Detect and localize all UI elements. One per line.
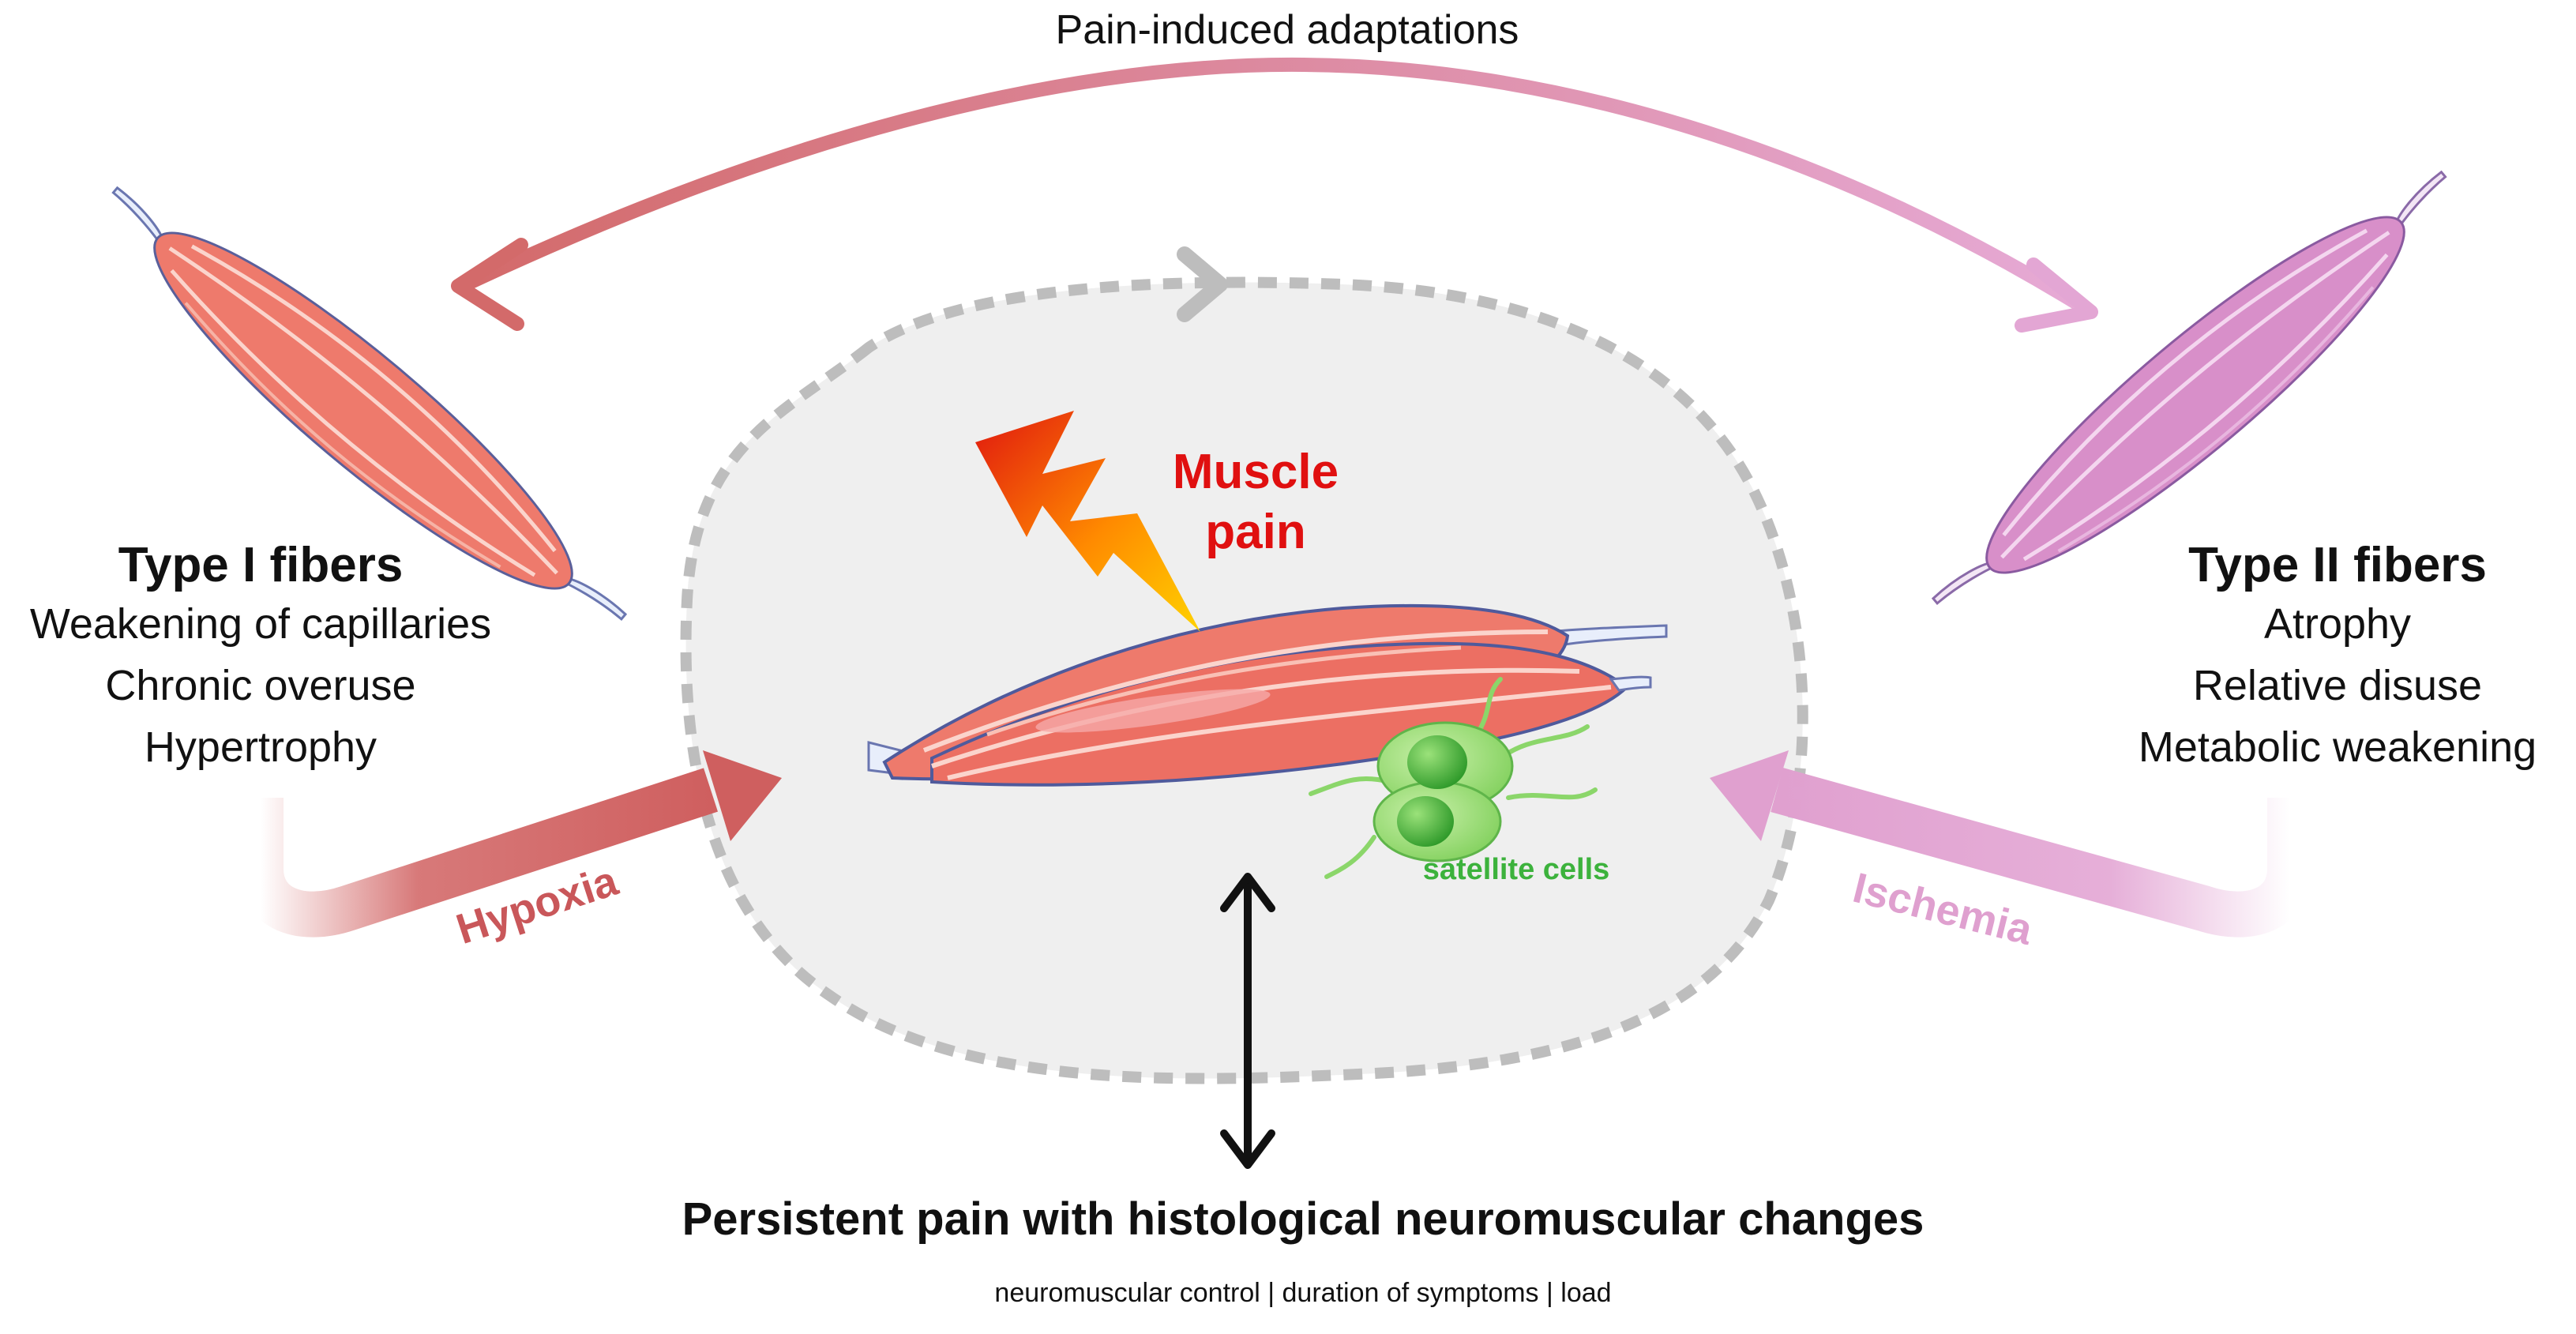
central-muscle-illustration xyxy=(867,603,1668,787)
muscle-pain-line: pain xyxy=(1205,505,1306,559)
satellite-cells-label: satellite cells xyxy=(1422,853,1610,886)
type1-item: Hypertrophy xyxy=(144,723,377,771)
type1-item: Weakening of capillaries xyxy=(29,600,492,648)
arrowhead-left-icon xyxy=(451,238,528,331)
arrowhead-right-icon xyxy=(2015,257,2098,333)
ischemia-arrow xyxy=(1710,750,2313,938)
type1-title: Type I fibers xyxy=(118,538,404,592)
type1-fibers-block: Type I fibers Weakening of capillaries C… xyxy=(0,537,521,778)
cycle-chevron-icon xyxy=(1177,246,1228,322)
pain-induced-adaptations-label: Pain-induced adaptations xyxy=(1055,7,1519,53)
muscle-pain-line: Muscle xyxy=(1172,445,1339,499)
pain-bolt-icon xyxy=(975,411,1200,632)
type2-muscle-illustration xyxy=(1931,170,2447,605)
pain-adaptations-arrow xyxy=(459,57,2092,315)
satellite-cells-illustration xyxy=(1309,677,1598,879)
type2-item: Metabolic weakening xyxy=(2138,723,2537,771)
persistent-pain-link-arrow xyxy=(1220,873,1275,1169)
type2-fibers-block: Type II fibers Atrophy Relative disuse M… xyxy=(2101,537,2574,778)
type2-item: Atrophy xyxy=(2263,600,2412,648)
persistent-pain-factors: neuromuscular control | duration of symp… xyxy=(994,1278,1612,1308)
type1-item: Chronic overuse xyxy=(105,662,416,709)
hypoxia-arrow xyxy=(238,750,782,938)
type1-muscle-illustration xyxy=(111,186,628,621)
persistent-pain-title: Persistent pain with histological neurom… xyxy=(682,1193,1924,1245)
muscle-pain-label: Muscle pain xyxy=(1121,442,1390,562)
type2-title: Type II fibers xyxy=(2188,538,2487,592)
type2-item: Relative disuse xyxy=(2192,662,2483,709)
